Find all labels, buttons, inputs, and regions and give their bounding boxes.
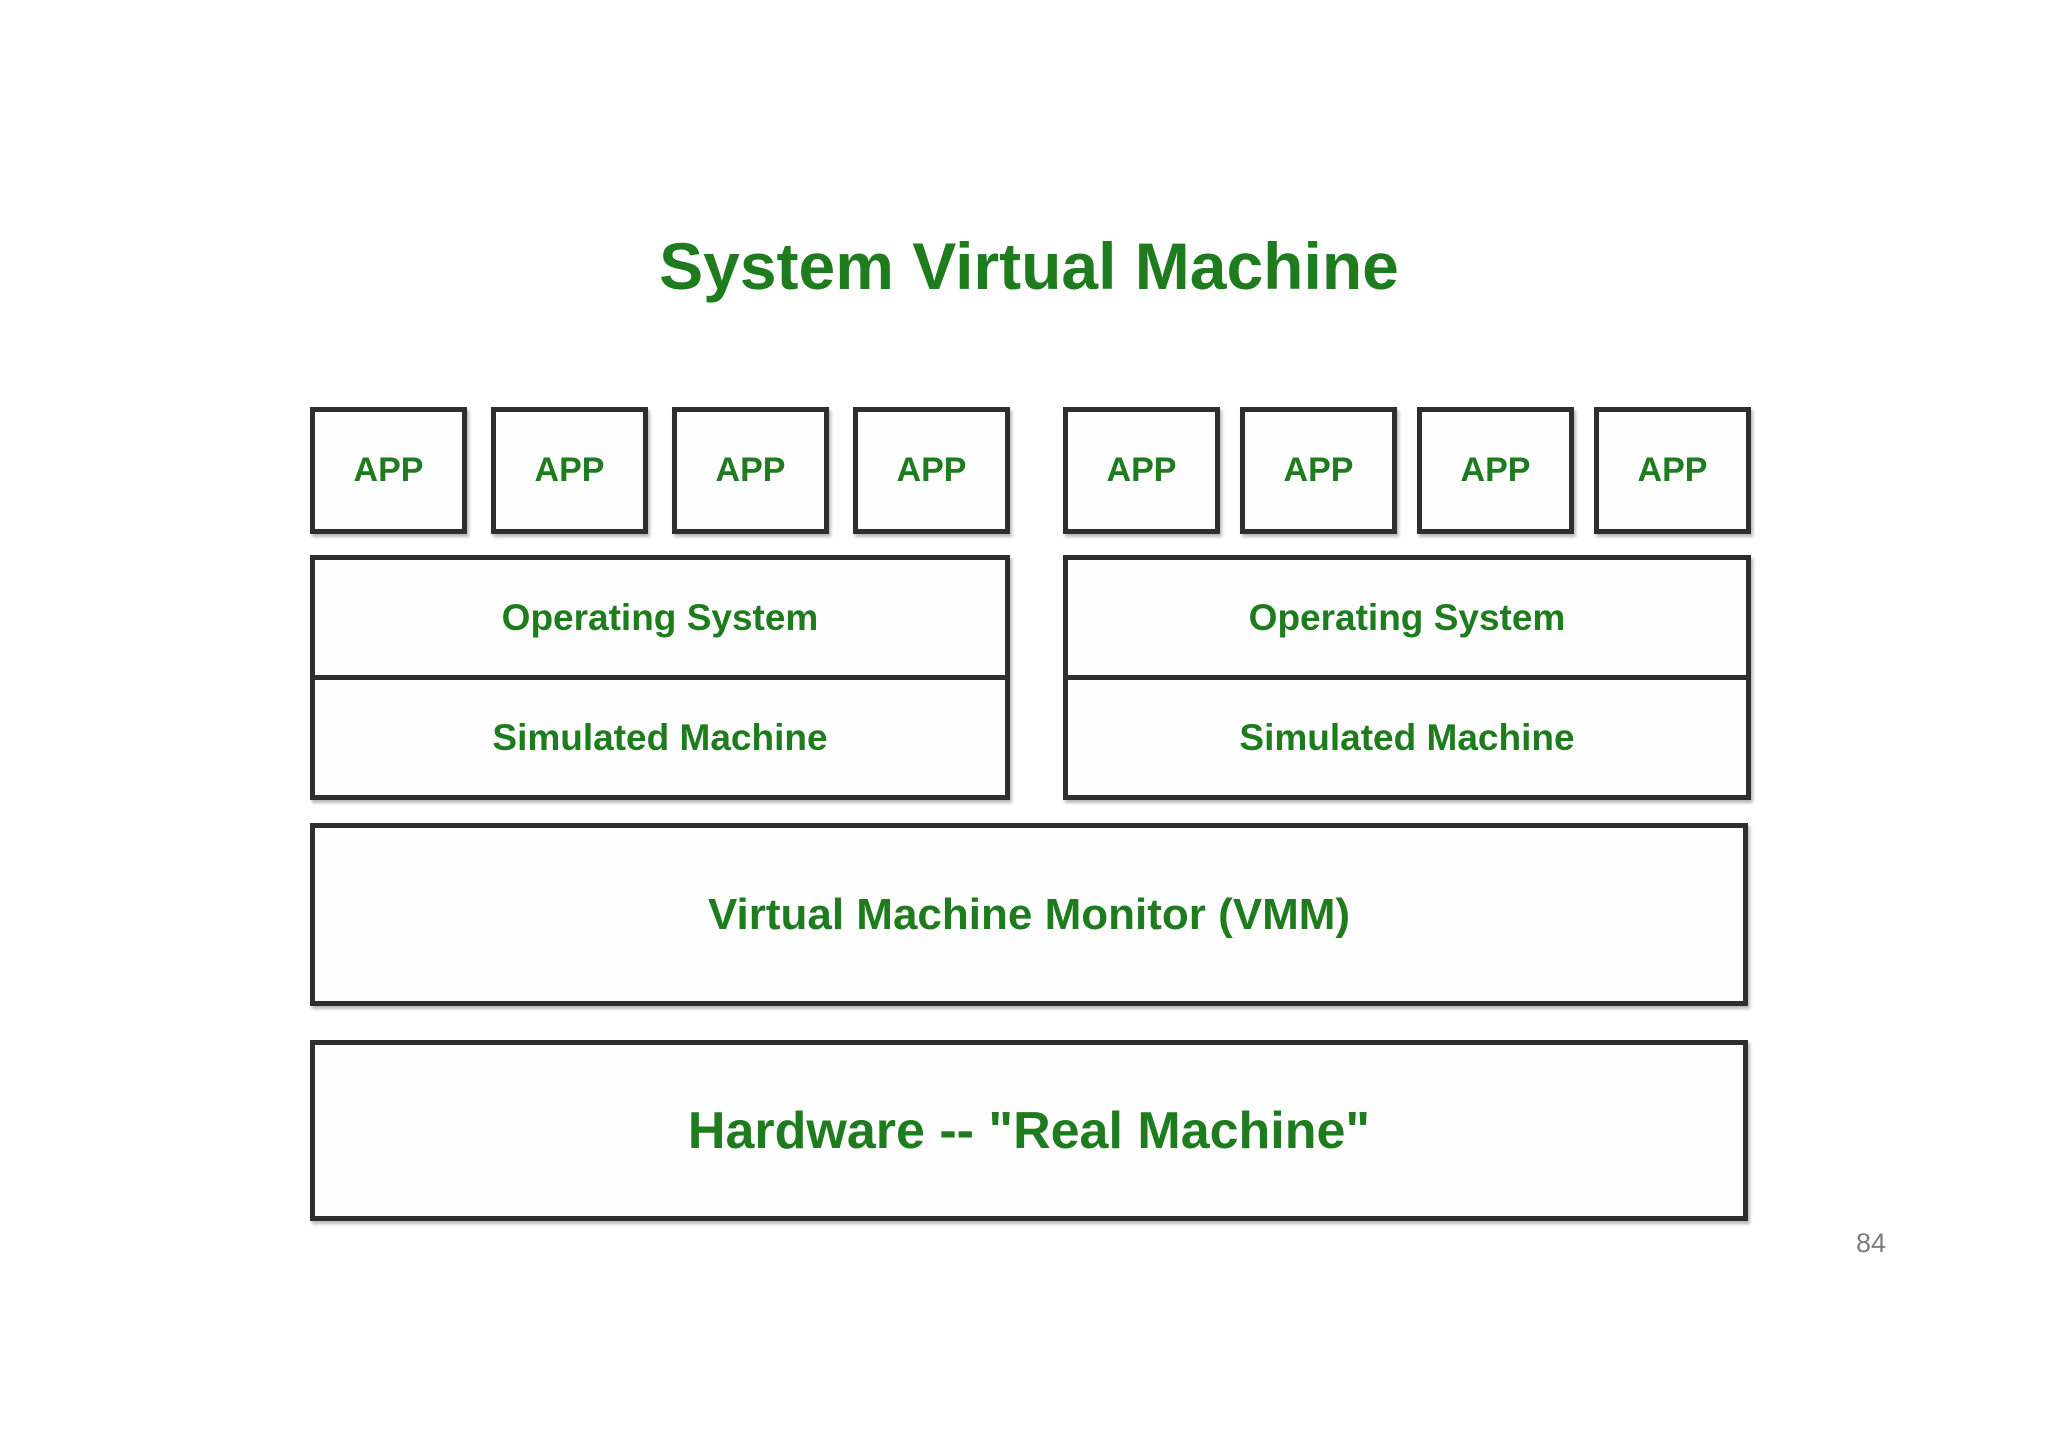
app-box: APP: [1063, 407, 1220, 534]
app-box: APP: [672, 407, 829, 534]
hardware-box: Hardware -- "Real Machine": [310, 1040, 1748, 1221]
app-row-left: APP APP APP APP: [310, 407, 1010, 534]
vm-stack-left: Operating System Simulated Machine: [310, 555, 1010, 800]
vm-stack-right: Operating System Simulated Machine: [1063, 555, 1751, 800]
simulated-machine-box: Simulated Machine: [1239, 716, 1575, 758]
app-box: APP: [1240, 407, 1397, 534]
vmm-box: Virtual Machine Monitor (VMM): [310, 823, 1748, 1006]
page-number: 84: [1856, 1228, 1887, 1258]
app-box: APP: [491, 407, 648, 534]
diagram-title: System Virtual Machine: [659, 229, 1399, 303]
operating-system-box: Operating System: [1068, 560, 1746, 680]
simulated-machine-box: Simulated Machine: [492, 716, 828, 758]
app-box: APP: [853, 407, 1010, 534]
app-row-right: APP APP APP APP: [1063, 407, 1751, 534]
app-box: APP: [1594, 407, 1751, 534]
app-box: APP: [310, 407, 467, 534]
operating-system-box: Operating System: [315, 560, 1005, 680]
app-box: APP: [1417, 407, 1574, 534]
